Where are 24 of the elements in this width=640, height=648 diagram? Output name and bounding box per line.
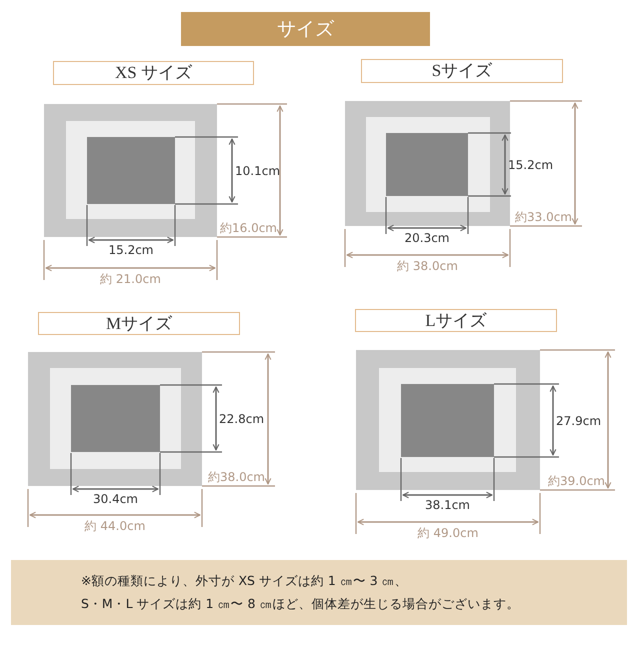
dimension-label: 約 21.0cm xyxy=(99,272,162,286)
dimension-label: 約33.0cm xyxy=(514,210,572,224)
dimension-label: 約39.0cm xyxy=(546,474,605,488)
dimension-label: 30.4cm xyxy=(92,492,139,506)
title-banner: サイズ xyxy=(181,12,430,46)
note-panel xyxy=(11,560,627,625)
size-heading: Lサイズ xyxy=(355,309,557,332)
dimension-label: 約 44.0cm xyxy=(84,519,146,533)
dimension-label: 約 49.0cm xyxy=(416,526,480,540)
dimension-label: 22.8cm xyxy=(219,412,266,426)
size-heading: XS サイズ xyxy=(53,61,254,85)
dimension-label: 約 38.0cm xyxy=(396,259,459,273)
dimension-label: 約38.0cm xyxy=(206,470,265,484)
note-text: S・M・L サイズは約 1 ㎝〜 8 ㎝ほど、個体差が生じる場合がございます。 xyxy=(81,595,520,613)
note-text: ※額の種類により、外寸が XS サイズは約 1 ㎝〜 3 ㎝、 xyxy=(81,572,408,590)
dimension-label: 38.1cm xyxy=(424,498,471,512)
dimension-label: 27.9cm xyxy=(556,414,602,428)
size-heading: Sサイズ xyxy=(361,59,563,83)
dimension-label: 約16.0cm xyxy=(218,221,277,235)
size-heading: Mサイズ xyxy=(38,312,240,335)
dimension-label: 20.3cm xyxy=(403,231,450,245)
dimension-label: 10.1cm xyxy=(235,164,282,178)
dimension-label: 15.2cm xyxy=(107,243,154,257)
dimension-label: 15.2cm xyxy=(508,158,554,172)
